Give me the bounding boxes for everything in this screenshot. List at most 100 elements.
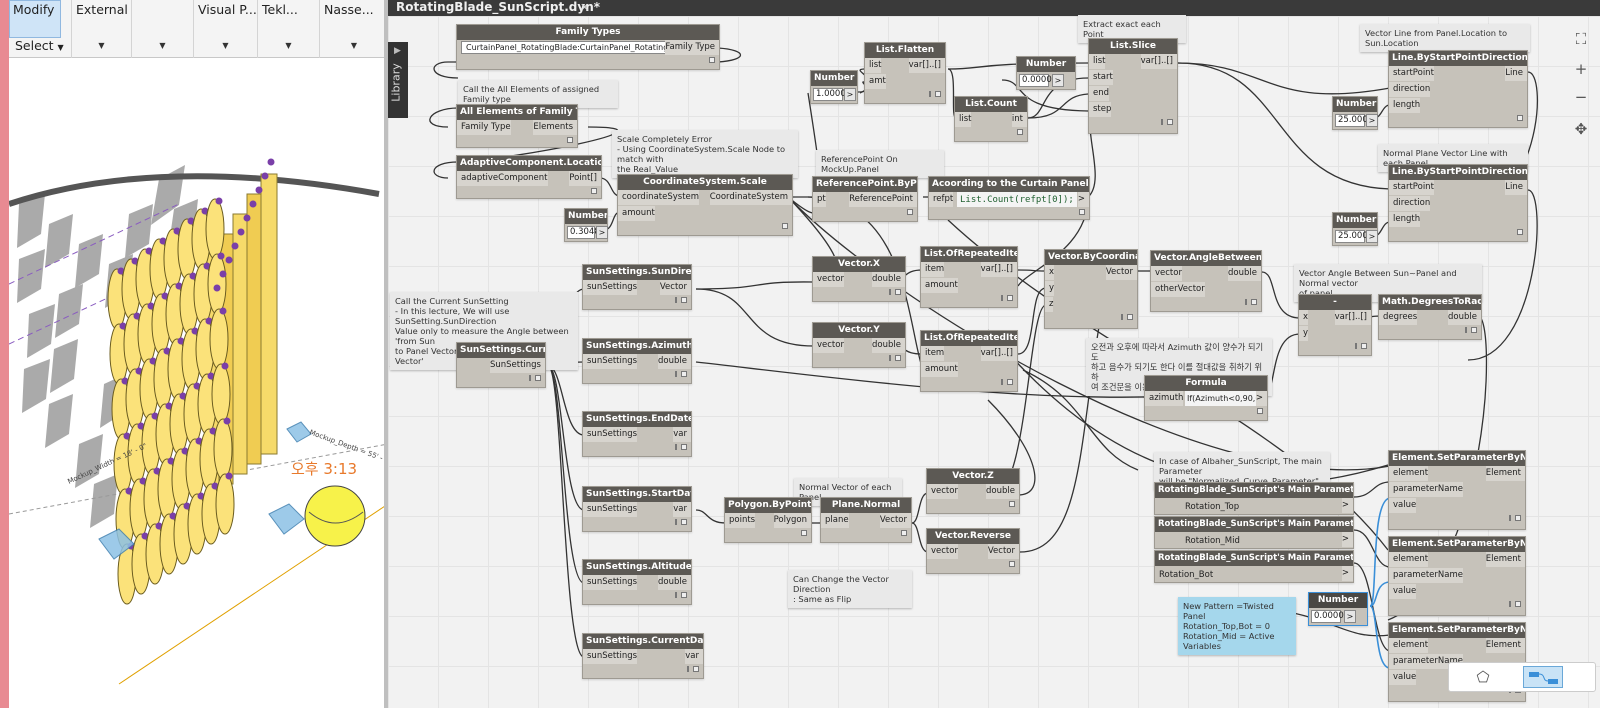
port-sun-settings[interactable]: sunSettings [583, 280, 638, 295]
node-set-param-1[interactable]: Element.SetParameterByName elementElemen… [1388, 450, 1526, 530]
number-input[interactable]: 1.0000 [813, 88, 846, 101]
port-start-point[interactable]: startPoint [1389, 180, 1434, 195]
port-double[interactable]: double [872, 272, 905, 287]
port-x[interactable]: x [1045, 265, 1055, 280]
note-call-all[interactable]: Call the All Elements of assigned Family… [458, 80, 618, 108]
port-length[interactable]: length [1389, 98, 1421, 113]
modify-tab[interactable]: Modify [9, 0, 61, 38]
port-double[interactable]: double [658, 354, 691, 369]
port-list[interactable]: list [955, 112, 972, 127]
number-input[interactable]: 0.0000 [1311, 610, 1344, 623]
ribbon-tab-nasse[interactable]: Nasse...▼ [319, 0, 388, 58]
port-double[interactable]: double [986, 484, 1019, 499]
port-other-vector[interactable]: otherVector [1151, 282, 1205, 297]
port-minus-out[interactable]: var[]..[] [1334, 310, 1371, 325]
port-element-out[interactable]: Element [1485, 552, 1525, 567]
file-tab[interactable]: RotatingBlade_SunScript.dyn* [388, 0, 609, 16]
port-formula-out[interactable]: > [1255, 391, 1267, 406]
port-sun-settings[interactable]: sunSettings [583, 649, 638, 664]
formula-text[interactable]: If(Azimuth<0,90,0) [1185, 391, 1266, 406]
family-type-dropdown[interactable]: CurtainPanel_RotatingBlade:CurtainPanel_… [461, 41, 673, 54]
node-lace-icon[interactable] [1509, 601, 1511, 607]
geometry-view-icon[interactable]: ⬠ [1476, 668, 1490, 686]
port-vector-out[interactable]: Vector [1105, 265, 1137, 280]
port-vector[interactable]: Vector [659, 280, 691, 295]
node-preview-icon[interactable] [1009, 561, 1015, 567]
port-coordinate-system-out[interactable]: CoordinateSystem [709, 190, 792, 205]
node-preview-icon[interactable] [1251, 299, 1257, 305]
port-start-point[interactable]: startPoint [1389, 66, 1434, 81]
close-icon[interactable]: ✕ [580, 1, 590, 14]
note-refpoint[interactable]: ReferencePoint On MockUp.Panel [816, 150, 944, 178]
port-coordinate-system-in[interactable]: coordinateSystem [618, 190, 700, 205]
port-amt[interactable]: amt [865, 74, 886, 89]
port-value[interactable]: value [1389, 498, 1417, 513]
node-lace-icon[interactable] [675, 444, 677, 450]
node-preview-icon[interactable] [681, 519, 687, 525]
node-preview-icon[interactable] [1515, 515, 1521, 521]
port-var[interactable]: var [673, 502, 691, 517]
number-input[interactable]: 0.0000 [1019, 74, 1052, 87]
node-preview-icon[interactable] [681, 297, 687, 303]
port-string-out[interactable]: > [1341, 532, 1353, 547]
port-item[interactable]: item [921, 346, 945, 361]
port-sun-settings-out[interactable]: SunSettings [489, 358, 545, 373]
port-element-out[interactable]: Element [1485, 466, 1525, 481]
port-repeat-out[interactable]: var[]..[] [980, 262, 1017, 277]
port-repeat-out[interactable]: var[]..[] [980, 346, 1017, 361]
number-input[interactable]: 0.3048 [567, 226, 600, 239]
port-points[interactable]: points [725, 513, 756, 528]
string-value[interactable]: Rotation_Top [1185, 502, 1240, 512]
node-preview-icon[interactable] [1079, 209, 1085, 215]
node-preview-icon[interactable] [1127, 314, 1133, 320]
port-length[interactable]: length [1389, 212, 1421, 227]
node-preview-icon[interactable] [535, 375, 541, 381]
node-preview-icon[interactable] [1007, 379, 1013, 385]
node-lace-icon[interactable] [889, 355, 891, 361]
ribbon-tab-tekla[interactable]: Tekl...▼ [257, 0, 319, 58]
pane-splitter[interactable] [384, 0, 388, 708]
port-number-out[interactable]: > [596, 226, 608, 239]
node-number-03048[interactable]: Number 0.3048> [564, 208, 608, 242]
node-preview-icon[interactable] [895, 289, 901, 295]
node-preview-icon[interactable] [895, 355, 901, 361]
port-refpt[interactable]: refpt [929, 192, 954, 207]
ribbon-tab-visual[interactable]: Visual P...▼ [193, 0, 257, 58]
port-amount[interactable]: amount [921, 278, 958, 293]
node-preview-icon[interactable] [693, 666, 699, 672]
node-lace-icon[interactable] [1001, 379, 1003, 385]
port-var[interactable]: var [685, 649, 703, 664]
node-preview-icon[interactable] [591, 188, 597, 194]
node-family-types[interactable]: Family Types CurtainPanel_RotatingBlade:… [456, 24, 720, 70]
node-preview-icon[interactable] [1257, 408, 1263, 414]
port-element[interactable]: element [1389, 552, 1429, 567]
node-lace-icon[interactable] [1245, 299, 1247, 305]
port-flatten-out[interactable]: var[]..[] [908, 58, 945, 73]
node-preview-icon[interactable] [1517, 115, 1523, 121]
port-vector-in[interactable]: vector [927, 484, 958, 499]
port-end[interactable]: end [1089, 86, 1110, 101]
port-element[interactable]: element [1389, 638, 1429, 653]
node-adaptive-locations[interactable]: AdaptiveComponent.Locations adaptiveComp… [456, 155, 602, 199]
port-parameter-name[interactable]: parameterName [1389, 654, 1463, 669]
node-all-elements[interactable]: All Elements of Family Type Family TypeE… [456, 104, 578, 148]
node-lace-icon[interactable] [1465, 327, 1467, 333]
port-vector-out[interactable]: Vector [879, 513, 911, 528]
port-number-out[interactable]: > [1366, 114, 1378, 127]
pan-icon[interactable]: ✥ [1574, 120, 1588, 138]
port-number-out[interactable]: > [1366, 230, 1378, 243]
port-direction[interactable]: direction [1389, 196, 1431, 211]
port-value[interactable]: value [1389, 670, 1417, 685]
port-sun-settings[interactable]: sunSettings [583, 354, 638, 369]
port-x[interactable]: x [1299, 310, 1309, 325]
string-value[interactable]: Rotation_Mid [1185, 536, 1240, 546]
